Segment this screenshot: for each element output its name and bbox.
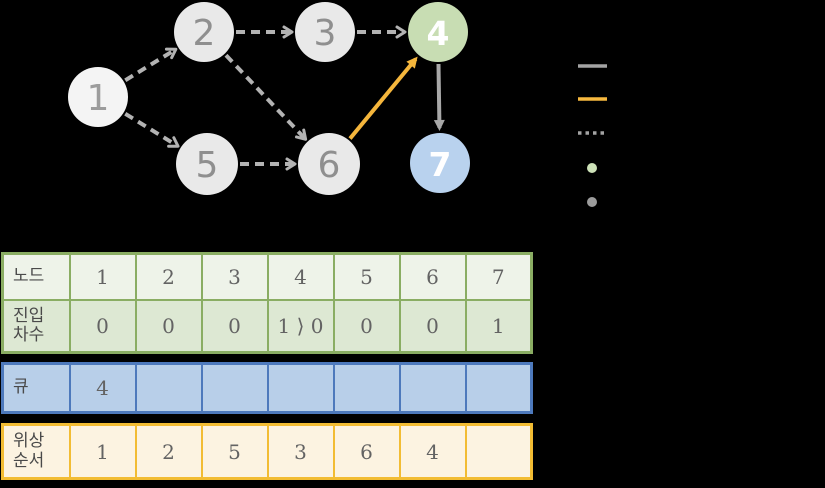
node-label-6: 6 [318,145,341,186]
queue-cell-0-2 [200,362,269,414]
node-label-1: 1 [87,78,110,119]
queue-cell-0-0: 4 [68,362,137,414]
indegree-cell-1-4: 0 [332,298,401,354]
indegree-cell-1-2: 0 [200,298,269,354]
node-circle-7 [410,133,470,193]
node-label-4: 4 [427,14,450,53]
queue-row-header: 큐 [1,362,71,414]
node-circle-2 [174,2,234,62]
indegree-cell-0-5: 6 [398,252,467,301]
order-cell-0-0: 1 [68,423,137,480]
graph-node-1: 1 [68,67,128,127]
order-cell-0-1: 2 [134,423,203,480]
indegree-cell-1-6: 1 [464,298,533,354]
indegree-cell-0-1: 2 [134,252,203,301]
indegree-cell-1-0: 0 [68,298,137,354]
indegree-cell-0-0: 1 [68,252,137,301]
order-cell-0-5: 4 [398,423,467,480]
queue-cell-0-1 [134,362,203,414]
node-label-7: 7 [429,145,452,184]
graph-edge-1-5 [124,112,180,148]
graph-node-7: 7 [410,133,470,193]
graph-edge-6-4 [348,56,418,140]
node-circle-1 [68,67,128,127]
graph-node-2: 2 [174,2,234,62]
legend-green-dot [587,163,597,173]
graph-node-5: 5 [176,133,238,195]
node-label-3: 3 [314,13,337,54]
indegree-cell-1-1: 0 [134,298,203,354]
order-cell-0-4: 6 [332,423,401,480]
order-cell-0-3: 3 [266,423,335,480]
node-circle-4 [408,2,468,62]
node-label-5: 5 [196,145,219,186]
indegree-cell-0-3: 4 [266,252,335,301]
order-cell-0-2: 5 [200,423,269,480]
queue-cell-0-6 [464,362,533,414]
node-circle-6 [298,133,360,195]
queue-cell-0-3 [266,362,335,414]
legend-gray-dot [587,197,597,207]
node-label-2: 2 [193,13,216,54]
indegree-row-header: 진입 차수 [1,298,71,354]
graph-svg: 1 2 3 4 5 6 7 [68,2,607,207]
queue-cell-0-5 [398,362,467,414]
graph-node-6: 6 [298,133,360,195]
node-circle-3 [295,2,355,62]
order-row-header: 위상 순서 [1,423,71,480]
indegree-cell-1-5: 0 [398,298,467,354]
indegree-cell-1-3: 1 ⟩ 0 [266,298,335,354]
graph-edge-1-2 [124,47,178,82]
graph-edge-2-6 [224,53,308,141]
indegree-cell-0-2: 3 [200,252,269,301]
indegree-cell-0-6: 7 [464,252,533,301]
order-cell-0-6 [464,423,533,480]
graph-node-4: 4 [408,2,468,62]
graph-node-3: 3 [295,2,355,62]
queue-cell-0-4 [332,362,401,414]
indegree-cell-0-4: 5 [332,252,401,301]
indegree-row-header: 노드 [1,252,71,301]
node-circle-5 [176,133,238,195]
graph-edge-4-7 [433,63,445,132]
